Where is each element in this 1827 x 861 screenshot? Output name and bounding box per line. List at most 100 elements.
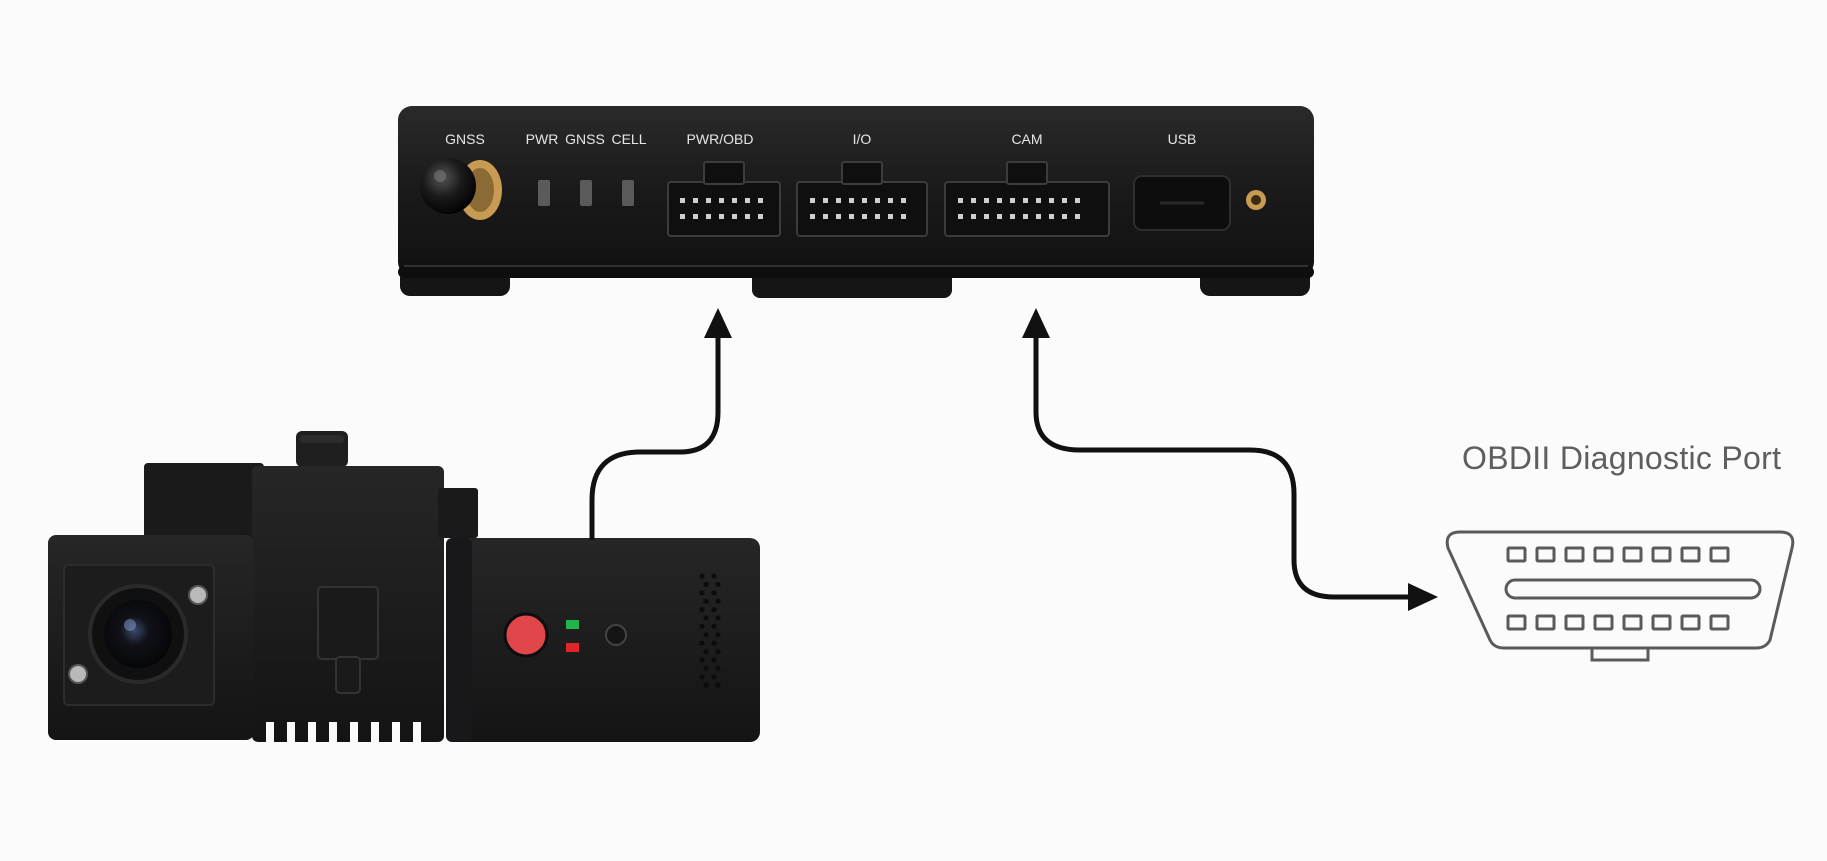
connector-pin [719, 214, 724, 219]
connector-pin [1049, 198, 1054, 203]
speaker-hole [699, 607, 705, 613]
connector-pin [849, 198, 854, 203]
speaker-hole [715, 581, 721, 588]
connector-pin [888, 214, 893, 219]
record-button[interactable] [503, 612, 549, 658]
connector-pin [875, 198, 880, 203]
obd-pin [1709, 614, 1730, 631]
obd-pin [1506, 614, 1527, 631]
obd-arrow-head-icon [1408, 583, 1438, 611]
obd-pin [1622, 546, 1643, 563]
connector-pin [810, 198, 815, 203]
speaker-hole [703, 665, 709, 672]
connector-pin [810, 214, 815, 219]
obd-port-title: OBDII Diagnostic Port [1462, 440, 1782, 476]
connector-pin [706, 214, 711, 219]
cam-port-label: CAM [1011, 131, 1042, 147]
connector-pin [1036, 198, 1041, 203]
camera-lens-icon [88, 584, 188, 684]
connector-pin [1023, 198, 1028, 203]
gnss-antenna-label: GNSS [445, 131, 485, 147]
camera-vent-fins [266, 722, 421, 742]
obd-pin [1680, 614, 1701, 631]
connector-pin [971, 198, 976, 203]
speaker-hole [715, 598, 721, 604]
pwr-led-icon [538, 180, 550, 206]
connector-pin [758, 198, 763, 203]
obd-pin [1680, 546, 1701, 563]
camera-small-button[interactable] [605, 624, 627, 646]
connector-pin [971, 214, 976, 219]
speaker-hole [699, 590, 705, 596]
connector-pin [680, 198, 685, 203]
speaker-hole [703, 598, 709, 604]
speaker-hole [703, 615, 709, 621]
obd-pin [1506, 546, 1527, 563]
cell-led-label: CELL [611, 131, 646, 147]
speaker-hole [699, 640, 705, 646]
vent-fin [329, 722, 337, 742]
obd-pin [1564, 614, 1585, 631]
cam-connector-icon [944, 161, 1110, 237]
connector-pin [958, 214, 963, 219]
obd-port-icon [1445, 530, 1795, 662]
speaker-hole [711, 573, 717, 579]
status-led-red [566, 643, 579, 652]
connector-pin [1010, 198, 1015, 203]
gateway-device: GNSS PWR GNSS CELL PWR/OBD I/O CAM USB [398, 106, 1314, 298]
speaker-hole [703, 632, 709, 638]
connector-pin [1075, 198, 1080, 203]
gnss-led-icon [580, 180, 592, 206]
speaker-hole [711, 607, 717, 613]
obd-pin [1535, 614, 1556, 631]
connector-pin [1010, 214, 1015, 219]
speaker-hole [703, 649, 709, 655]
gateway-to-obd-arrow [1033, 324, 1412, 600]
camera-speaker-grille [699, 573, 721, 688]
speaker-hole [715, 649, 721, 655]
connector-pin [706, 198, 711, 203]
camera-arrow-head-icon [704, 308, 732, 338]
connector-pin [1075, 214, 1080, 219]
speaker-hole [699, 657, 705, 663]
connector-pin [732, 214, 737, 219]
connector-pin [862, 214, 867, 219]
status-led-green [566, 620, 579, 629]
connector-pin [997, 198, 1002, 203]
gateway-arrow-head-icon [1022, 308, 1050, 338]
speaker-hole [699, 573, 705, 579]
obd-pin [1622, 614, 1643, 631]
connector-pin [958, 198, 963, 203]
camera-screw-icon [188, 585, 208, 605]
vent-fin [266, 722, 274, 742]
connector-pin [758, 214, 763, 219]
connector-pin [823, 214, 828, 219]
cell-led-icon [622, 180, 634, 206]
connector-pin [901, 214, 906, 219]
speaker-hole [711, 674, 717, 680]
obd-pin [1651, 614, 1672, 631]
connector-pin [1023, 214, 1028, 219]
speaker-hole [711, 623, 717, 630]
speaker-hole [703, 682, 709, 688]
gateway-base-strip [398, 266, 1314, 278]
speaker-hole [715, 632, 721, 638]
gnss-antenna-connector-icon [420, 158, 502, 220]
connector-pin [984, 198, 989, 203]
obd-pin [1535, 546, 1556, 563]
connector-pin [997, 214, 1002, 219]
pwr-obd-connector-icon [667, 161, 781, 237]
connector-pin [984, 214, 989, 219]
vent-fin [392, 722, 400, 742]
connector-pin [836, 214, 841, 219]
connector-pin [888, 198, 893, 203]
connector-pin [1062, 198, 1067, 203]
connector-pin [901, 198, 906, 203]
connector-pin [719, 198, 724, 203]
usb-port-label: USB [1168, 131, 1197, 147]
obd-pin [1593, 614, 1614, 631]
speaker-hole [711, 590, 717, 596]
obd-pin [1593, 546, 1614, 563]
speaker-hole [715, 615, 721, 621]
